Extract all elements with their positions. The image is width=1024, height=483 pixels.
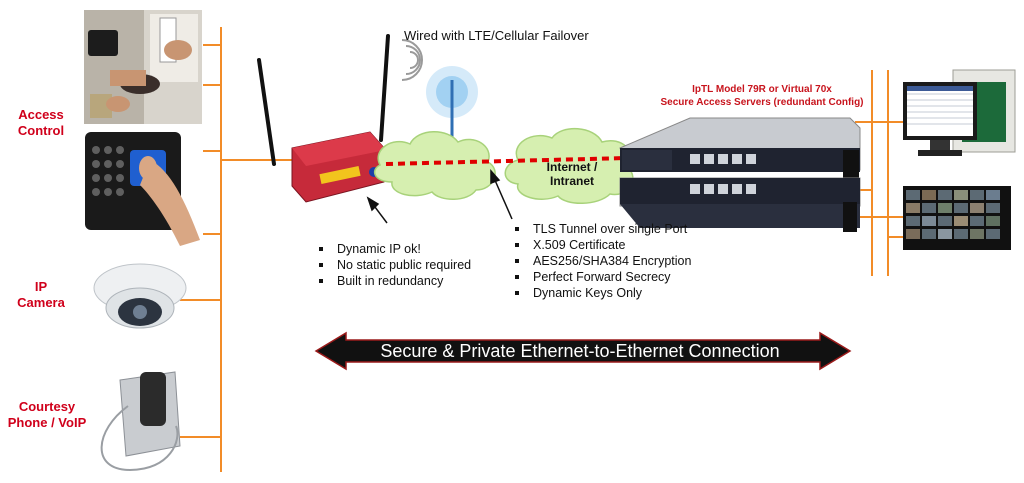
- card-reader-icon: [84, 10, 202, 124]
- tunnel-feature-list: TLS Tunnel over single Port X.509 Certif…: [512, 221, 691, 301]
- connection-caption: Wired with LTE/Cellular Failover: [404, 28, 589, 43]
- courtesy-phone-label: Courtesy Phone / VoIP: [7, 399, 87, 430]
- banner-arrow: [314, 331, 852, 371]
- cloud-label: Internet / Intranet: [546, 160, 598, 188]
- tunnel-line: [385, 156, 629, 166]
- router-icon: [257, 34, 390, 203]
- keypad-reader-icon: [85, 132, 200, 246]
- server-title-line2: Secure Access Servers (redundant Config): [660, 97, 864, 108]
- ip-camera-label: IP Camera: [17, 279, 65, 310]
- pointer-arrows: [366, 169, 513, 224]
- wifi-waves-icon: [401, 39, 423, 81]
- left-bus-wires: [180, 27, 296, 472]
- list-item: Dynamic Keys Only: [512, 285, 691, 301]
- list-item: TLS Tunnel over single Port: [512, 221, 691, 237]
- dome-camera-icon: [93, 263, 187, 329]
- wall-phone-icon: [100, 371, 181, 472]
- list-item: Perfect Forward Secrecy: [512, 269, 691, 285]
- list-item: X.509 Certificate: [512, 237, 691, 253]
- list-item: AES256/SHA384 Encryption: [512, 253, 691, 269]
- banner-label: Secure & Private Ethernet-to-Ethernet Co…: [380, 341, 780, 361]
- monitor-camera-grid-icon: [903, 186, 1011, 250]
- list-item: No static public required: [316, 257, 471, 273]
- server-title-line1: IpTL Model 79R or Virtual 70x: [692, 84, 832, 95]
- server-title: IpTL Model 79R or Virtual 70x Secure Acc…: [652, 83, 872, 109]
- access-control-label: Access Control: [17, 107, 65, 138]
- client-feature-list: Dynamic IP ok! No static public required…: [316, 241, 471, 289]
- list-item: Dynamic IP ok!: [316, 241, 471, 257]
- server-icon: [619, 117, 861, 232]
- monitor-icon: [903, 82, 977, 156]
- list-item: Built in redundancy: [316, 273, 471, 289]
